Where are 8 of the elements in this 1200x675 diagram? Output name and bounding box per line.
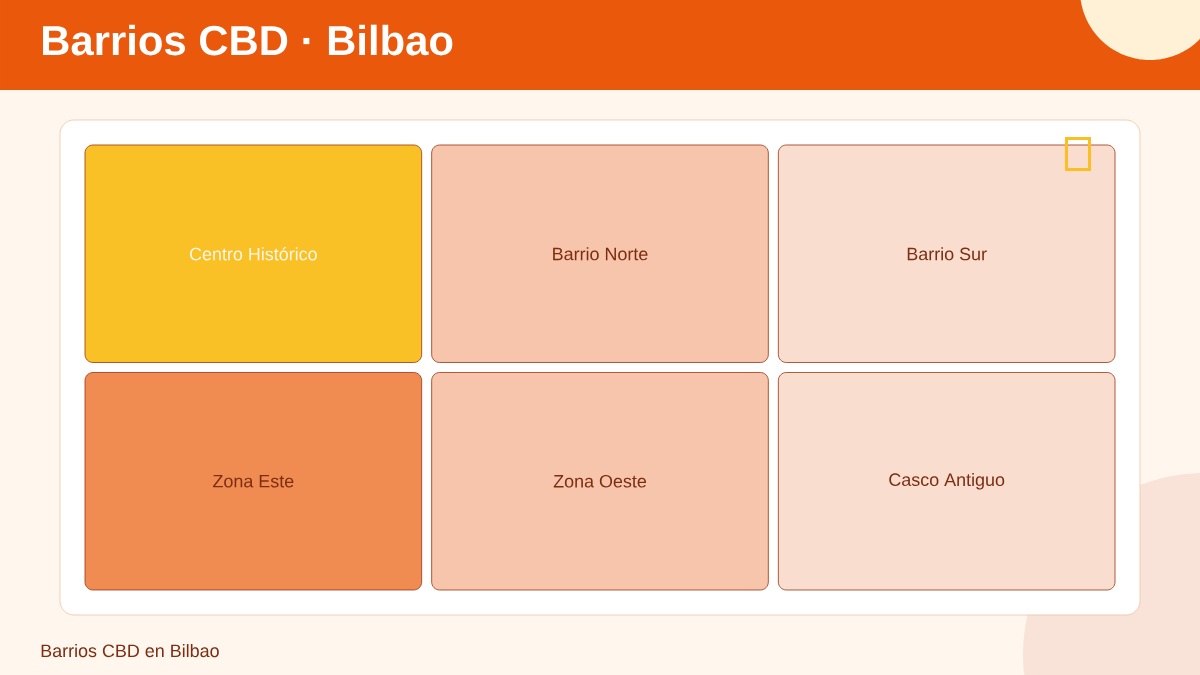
district-tile: Casco Antiguo bbox=[777, 372, 1116, 591]
district-tile: Barrio Sur bbox=[777, 144, 1116, 363]
caption: Barrios CBD en Bilbao bbox=[41, 644, 219, 658]
title: Barrios CBD · Bilbao bbox=[43, 24, 453, 56]
district-tile: Zona Oeste bbox=[431, 372, 769, 591]
district-tile: Zona Este bbox=[84, 372, 423, 591]
district-tile: Centro Histórico bbox=[84, 144, 423, 363]
district-tile: Barrio Norte bbox=[431, 144, 769, 363]
